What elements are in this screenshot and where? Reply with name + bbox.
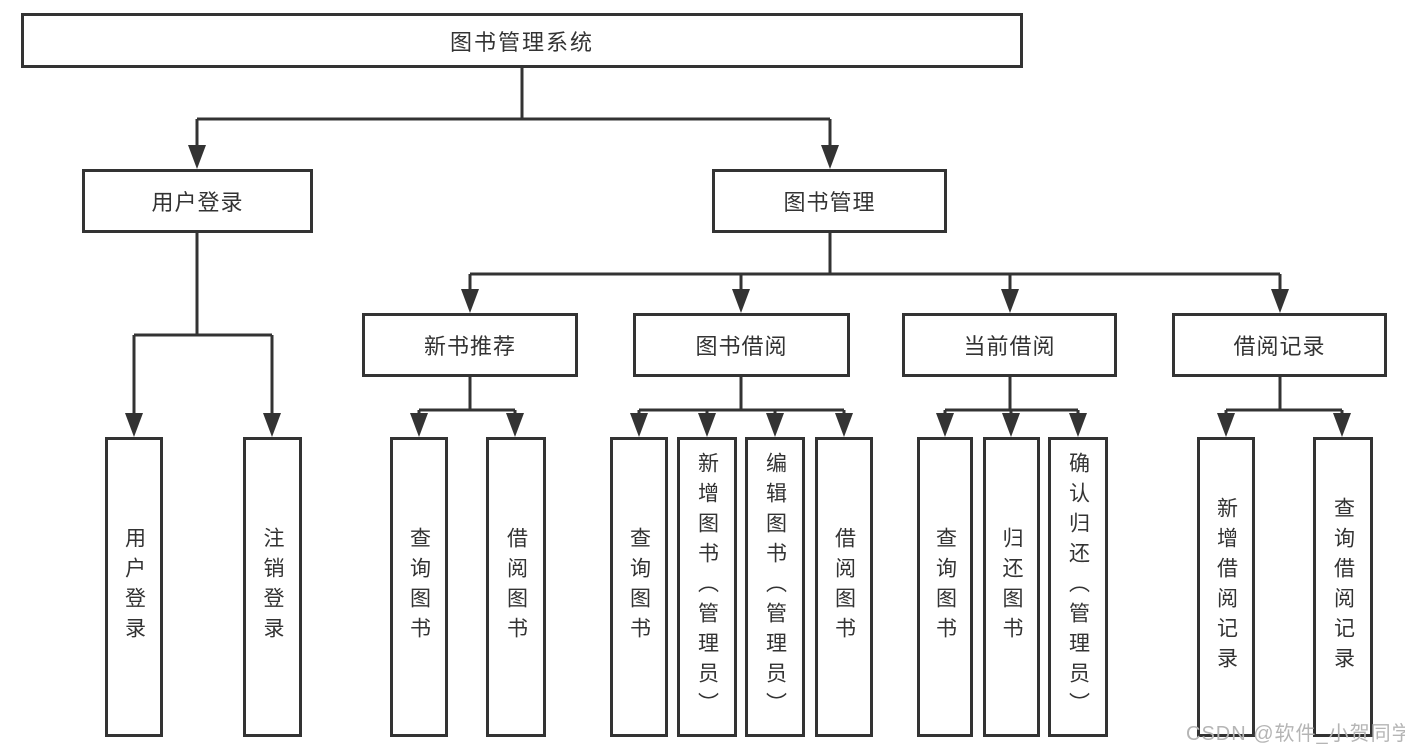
node-book-management-label: 图书管理 xyxy=(783,190,876,215)
node-root-label: 图书管理系统 xyxy=(449,29,594,55)
leaf-query-books-recommend-label: 查询图书 xyxy=(407,527,431,647)
leaf-borrow-books-recommend: 借阅图书 xyxy=(486,437,546,737)
node-user-login: 用户登录 xyxy=(82,169,313,233)
leaf-user-login-label: 用户登录 xyxy=(122,527,146,647)
node-root: 图书管理系统 xyxy=(21,13,1023,68)
leaf-add-borrow-record: 新增借阅记录 xyxy=(1197,437,1255,737)
node-borrow-record: 借阅记录 xyxy=(1172,313,1387,377)
leaf-add-book-admin-label: 新增图书（管理员） xyxy=(695,452,719,722)
leaf-borrow-books-recommend-label: 借阅图书 xyxy=(504,527,528,647)
leaf-user-login: 用户登录 xyxy=(105,437,163,737)
leaf-confirm-return-admin: 确认归还（管理员） xyxy=(1048,437,1108,737)
leaf-edit-book-admin-label: 编辑图书（管理员） xyxy=(763,452,787,722)
node-current-borrow-label: 当前借阅 xyxy=(963,334,1056,359)
leaf-return-books-label: 归还图书 xyxy=(1000,527,1023,647)
node-borrow-record-label: 借阅记录 xyxy=(1233,334,1326,359)
leaf-query-books-borrow-label: 查询图书 xyxy=(627,527,651,647)
leaf-logout-label: 注销登录 xyxy=(261,527,284,647)
leaf-add-borrow-record-label: 新增借阅记录 xyxy=(1214,497,1238,677)
csdn-watermark: CSDN @软件_小贺同学 xyxy=(1186,723,1405,745)
leaf-borrow-books: 借阅图书 xyxy=(815,437,873,737)
leaf-query-books-recommend: 查询图书 xyxy=(390,437,448,737)
node-user-login-label: 用户登录 xyxy=(151,190,244,215)
leaf-query-books-borrow: 查询图书 xyxy=(610,437,668,737)
leaf-query-borrow-record-label: 查询借阅记录 xyxy=(1331,497,1355,677)
leaf-query-books-current: 查询图书 xyxy=(917,437,973,737)
node-new-book-recommend: 新书推荐 xyxy=(362,313,578,377)
leaf-add-book-admin: 新增图书（管理员） xyxy=(677,437,737,737)
leaf-logout: 注销登录 xyxy=(243,437,302,737)
leaf-confirm-return-admin-label: 确认归还（管理员） xyxy=(1066,452,1090,722)
node-book-management: 图书管理 xyxy=(712,169,947,233)
node-current-borrow: 当前借阅 xyxy=(902,313,1117,377)
leaf-query-borrow-record: 查询借阅记录 xyxy=(1313,437,1373,737)
leaf-edit-book-admin: 编辑图书（管理员） xyxy=(745,437,805,737)
node-book-borrow: 图书借阅 xyxy=(633,313,850,377)
leaf-return-books: 归还图书 xyxy=(983,437,1040,737)
node-new-book-recommend-label: 新书推荐 xyxy=(423,334,516,359)
leaf-query-books-current-label: 查询图书 xyxy=(933,527,957,647)
node-book-borrow-label: 图书借阅 xyxy=(695,334,788,359)
leaf-borrow-books-label: 借阅图书 xyxy=(832,527,856,647)
